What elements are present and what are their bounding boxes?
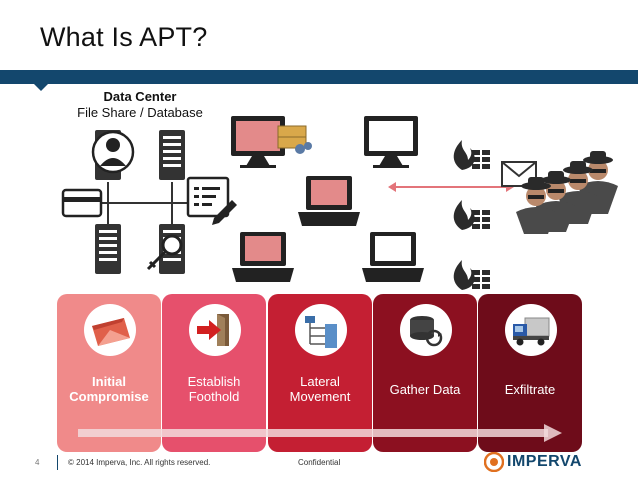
server-icon — [159, 130, 185, 180]
classification-label: Confidential — [298, 458, 341, 467]
stage-label: Lateral Movement — [289, 374, 351, 404]
data-center-subtitle: File Share / Database — [77, 105, 203, 120]
stage-label: Exfiltrate — [504, 382, 556, 397]
monitor-compromised-icon — [231, 116, 285, 168]
attacker-icon — [516, 177, 556, 234]
document-pen-icon — [186, 176, 237, 225]
header-bar — [0, 70, 638, 84]
credit-card-icon — [61, 188, 103, 218]
database-icon — [400, 304, 452, 356]
datacenter-network-lines — [100, 182, 192, 224]
door-arrow-icon — [189, 304, 241, 356]
page-number: 4 — [35, 458, 40, 467]
slide-title: What Is APT? — [40, 22, 208, 52]
progress-arrow — [78, 424, 562, 442]
stage-exfiltrate: Exfiltrate — [478, 294, 582, 452]
truck-icon — [505, 304, 557, 356]
apt-diagram — [61, 116, 618, 290]
stage-gather-data: Gather Data — [373, 294, 477, 452]
header-notch — [34, 84, 48, 91]
torn-paper-icon — [84, 304, 136, 356]
firewall-icon — [453, 260, 490, 290]
imperva-logo-icon — [484, 452, 504, 472]
laptop-icon — [362, 232, 424, 282]
stage-label: Initial Compromise — [69, 374, 149, 404]
stage-label: Gather Data — [389, 382, 461, 397]
data-center-title: Data Center — [103, 89, 177, 104]
stage-lateral-movement: Lateral Movement — [268, 294, 372, 452]
stage-label: Establish Foothold — [187, 374, 241, 404]
network-tree-icon — [295, 304, 347, 356]
firewall-icon — [453, 200, 490, 230]
stage-establish-foothold: Establish Foothold — [162, 294, 266, 452]
user-avatar-icon — [91, 130, 135, 174]
brand-name: IMPERVA — [507, 453, 582, 470]
tools-icon — [146, 234, 183, 271]
imperva-logo: IMPERVA — [484, 452, 582, 472]
footer-divider — [57, 455, 58, 470]
exfiltration-arrow-icon — [388, 182, 514, 192]
malware-package-icon — [277, 125, 312, 154]
attacker-icon — [558, 161, 598, 224]
laptop-compromised-icon — [232, 232, 294, 282]
copyright-text: © 2014 Imperva, Inc. All rights reserved… — [68, 458, 211, 467]
laptop-compromised-icon — [298, 176, 360, 226]
firewall-icon — [453, 140, 490, 170]
attackers-icon — [516, 151, 618, 234]
monitor-icon — [364, 116, 418, 168]
stage-initial-compromise: Initial Compromise — [57, 294, 161, 452]
server-icon — [95, 224, 121, 274]
